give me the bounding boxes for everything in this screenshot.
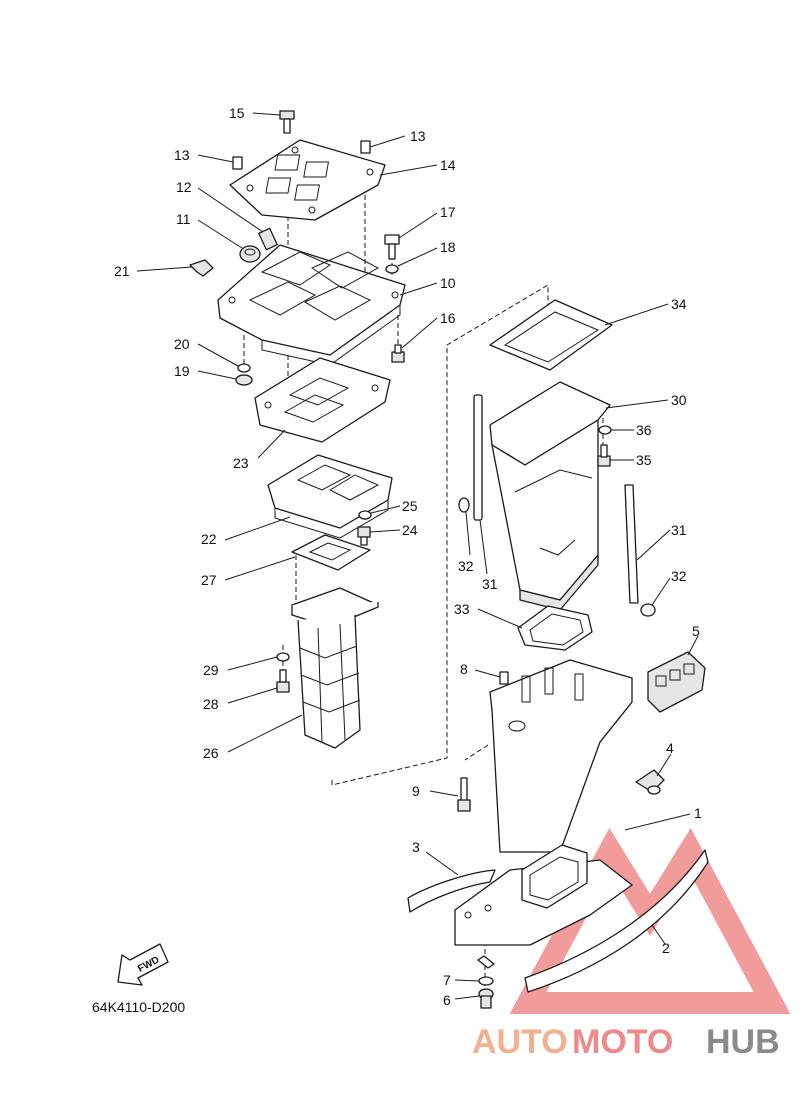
watermark-text: AUTO MOTO HUB xyxy=(472,1023,780,1061)
exhaust-pipe-26 xyxy=(291,587,379,749)
callout-22: 22 xyxy=(201,531,217,547)
plug-12 xyxy=(258,227,278,251)
callout-28: 28 xyxy=(203,696,219,712)
gasket-top xyxy=(229,139,386,221)
callout-3: 3 xyxy=(412,839,420,855)
callout-19-fixed: 19 xyxy=(174,363,190,379)
diagram-code: 64K4110-D200 xyxy=(92,999,185,1015)
callout-27: 27 xyxy=(201,572,217,588)
clip-4 xyxy=(635,769,665,795)
callout-31-right: 31 xyxy=(671,522,687,538)
seal-strip-31-right xyxy=(624,484,639,604)
callout-32-right: 32 xyxy=(671,568,687,584)
forward-arrow-icon: FWD xyxy=(117,943,169,986)
grommet-11 xyxy=(239,245,261,263)
bolt-9 xyxy=(457,777,471,812)
washer-25 xyxy=(358,510,372,520)
exhaust-guide-10 xyxy=(217,244,406,366)
nut-32-right xyxy=(640,603,656,617)
callout-8: 8 xyxy=(460,661,468,677)
callout-2: 2 xyxy=(662,940,670,956)
callout-7-fixed: 7 xyxy=(443,972,451,988)
callout-11: 11 xyxy=(176,211,191,227)
callout-26: 26 xyxy=(203,745,219,761)
callout-20: 20 xyxy=(174,336,190,352)
seal-strip-3 xyxy=(407,869,496,913)
seal-strip-31-left xyxy=(473,394,483,521)
washer-18 xyxy=(385,264,399,274)
plate-7 xyxy=(477,955,495,986)
bolt-6 xyxy=(478,988,494,1009)
callout-6: 6 xyxy=(443,992,451,1008)
gasket-34 xyxy=(489,299,613,371)
dowel-8 xyxy=(499,671,509,685)
callout-36: 36 xyxy=(636,422,652,438)
gasket-23 xyxy=(254,357,391,443)
callout-9-fixed: 9 xyxy=(412,783,420,799)
callout-32-left: 32 xyxy=(458,558,474,574)
callout-1: 1 xyxy=(694,805,702,821)
callout-4: 4 xyxy=(666,740,674,756)
watermark-part-moto: MOTO xyxy=(572,1023,673,1061)
callout-29: 29 xyxy=(203,662,219,678)
callout-12: 12 xyxy=(176,179,192,195)
watermark-part-auto: AUTO xyxy=(472,1023,568,1061)
exhaust-manifold-22 xyxy=(267,454,393,539)
nut-32-left xyxy=(458,497,470,513)
callout-24: 24 xyxy=(402,522,418,538)
callout-21: 21 xyxy=(114,263,130,279)
assembly-boundary-lines xyxy=(243,195,604,995)
bolt-28 xyxy=(276,669,290,693)
callout-35: 35 xyxy=(636,452,652,468)
leader-lines xyxy=(136,112,699,1000)
callout-15: 15 xyxy=(229,105,245,121)
lower-casing-1 xyxy=(454,659,633,946)
washer-29 xyxy=(276,652,290,662)
callout-18: 18 xyxy=(440,239,456,255)
upper-casing-30 xyxy=(489,381,611,611)
callout-34: 34 xyxy=(671,296,687,312)
callout-labels-extra: 19 9 7 xyxy=(174,363,451,988)
bolt-17 xyxy=(384,234,400,260)
nut-19 xyxy=(235,374,253,386)
washer-36 xyxy=(598,425,612,435)
bolt-16 xyxy=(391,344,405,363)
washer-20 xyxy=(237,363,251,373)
callout-10: 10 xyxy=(440,275,456,291)
callout-23: 23 xyxy=(233,455,249,471)
callout-5: 5 xyxy=(692,623,700,639)
callout-labels: 15 13 13 14 12 11 21 17 18 10 16 20 17 1… xyxy=(114,105,702,1008)
callout-30: 30 xyxy=(671,392,687,408)
rubber-mount-5 xyxy=(647,651,706,713)
cowling-rubber-2 xyxy=(524,849,709,993)
callout-17: 17 xyxy=(440,204,456,220)
bolt-15 xyxy=(279,110,295,134)
callout-16: 16 xyxy=(440,310,456,326)
callout-31-left: 31 xyxy=(482,576,498,592)
bolt-35 xyxy=(597,444,611,467)
callout-25: 25 xyxy=(402,498,418,514)
bolt-24 xyxy=(357,526,371,546)
callout-33: 33 xyxy=(454,601,470,617)
watermark-part-hub: HUB xyxy=(706,1023,780,1061)
callout-13-right: 13 xyxy=(410,128,426,144)
elbow-fitting-21 xyxy=(189,259,214,277)
gasket-27 xyxy=(291,534,371,571)
callout-14: 14 xyxy=(440,157,456,173)
rubber-seal-33 xyxy=(517,605,593,651)
callout-13-left: 13 xyxy=(174,147,190,163)
